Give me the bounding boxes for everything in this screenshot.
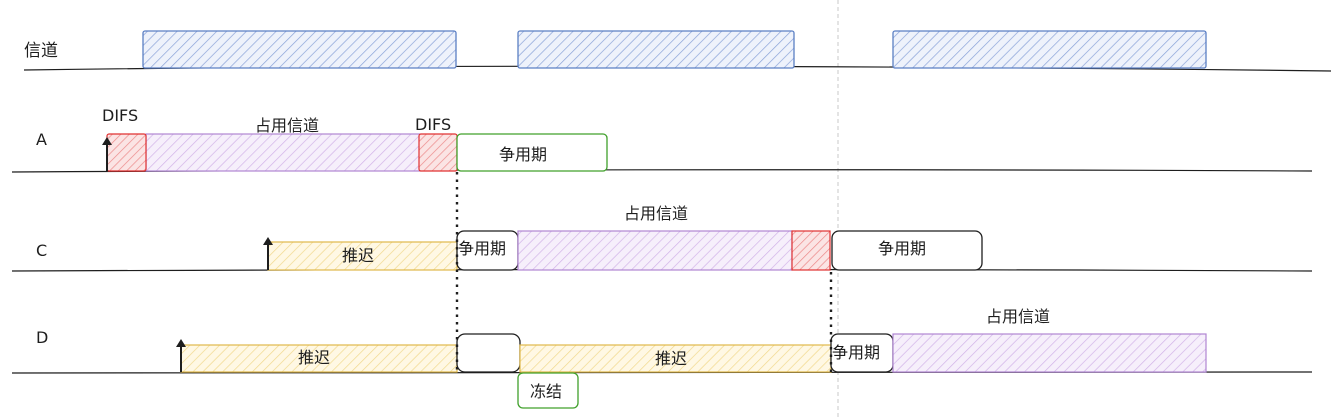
d-contention-label: 争用期 — [832, 343, 880, 362]
a-difs-block-2 — [418, 133, 458, 172]
row-label-a: A — [36, 130, 47, 149]
d-freeze-label: 冻结 — [530, 382, 562, 401]
row-label-d: D — [36, 328, 48, 347]
c-contention-block-2 — [831, 230, 983, 271]
d-defer-block-2 — [519, 344, 832, 373]
a-occupy-channel-block — [145, 133, 421, 172]
channel-busy-block-2 — [517, 30, 795, 69]
d-occupy-label: 占用信道 — [986, 307, 1050, 326]
row-label-channel: 信道 — [24, 41, 58, 61]
d-freeze-label-box — [517, 372, 579, 409]
a-arrival-arrow-icon — [102, 137, 112, 171]
a-difs-block-1 — [106, 133, 147, 172]
c-contention-label-1: 争用期 — [458, 239, 506, 258]
a-occupy-label: 占用信道 — [255, 116, 319, 135]
channel-busy-block-1 — [142, 30, 457, 69]
a-contention-label: 争用期 — [499, 145, 547, 164]
a-difs-label-2: DIFS — [415, 115, 451, 134]
c-difs-block — [791, 230, 831, 271]
d-freeze-block — [456, 333, 521, 373]
d-defer-label-2: 推迟 — [655, 349, 687, 368]
channel-busy-block-3 — [892, 30, 1207, 69]
c-occupy-label: 占用信道 — [624, 204, 688, 223]
c-occupy-channel-block — [517, 230, 793, 271]
row-label-c: C — [36, 241, 47, 260]
c-defer-label: 推迟 — [342, 246, 374, 265]
a-contention-block — [456, 133, 608, 172]
d-defer-label-1: 推迟 — [298, 348, 330, 367]
c-contention-label-2: 争用期 — [878, 239, 926, 258]
c-arrival-arrow-icon — [263, 237, 273, 270]
d-occupy-channel-block — [892, 333, 1207, 373]
a-difs-label-1: DIFS — [102, 106, 138, 125]
d-arrival-arrow-icon — [176, 339, 186, 372]
